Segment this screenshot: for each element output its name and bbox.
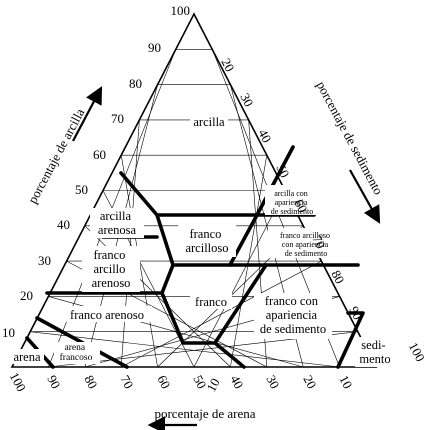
right-tick: 80 — [328, 268, 347, 287]
left-tick: 40 — [57, 217, 70, 232]
label-franco-arcilloso: franco arcilloso — [185, 227, 228, 255]
label-arcilla: arcilla — [193, 115, 225, 129]
class-boundaries — [25, 145, 365, 369]
bottom-axis-title: porcentaje de arena — [154, 406, 255, 421]
right-tick: 10 — [203, 376, 222, 395]
bottom-tick: 50 — [190, 373, 209, 392]
left-tick: 10 — [2, 325, 15, 340]
right-tick: 70 — [309, 233, 328, 252]
bottom-tick: 30 — [263, 373, 282, 392]
left-ticks: 10 20 30 40 50 60 70 80 90 100 — [2, 3, 190, 340]
label-arena: arena — [13, 350, 41, 364]
label-arcilla-arenosa: arcilla arenosa — [98, 209, 137, 237]
bottom-ticks: 100 90 80 70 60 50 40 30 20 10 — [7, 370, 356, 394]
label-arena-francosa: arena francoso — [60, 343, 93, 363]
bottom-tick: 80 — [81, 373, 100, 392]
boundary-franco-right — [213, 263, 268, 345]
boundary-franco-left — [160, 263, 246, 369]
boundary-arcilla-lower — [119, 145, 295, 217]
right-tick: 60 — [291, 197, 310, 216]
left-tick: 70 — [111, 111, 124, 126]
label-franco-arenoso: franco arenoso — [70, 308, 144, 322]
label-arcilla-con-sedimento: arcilla con apariencia de sedimento — [271, 189, 313, 216]
bottom-tick: 20 — [300, 373, 319, 392]
bottom-tick: 70 — [117, 373, 136, 392]
right-tick: 20 — [218, 56, 237, 75]
right-tick: 50 — [273, 162, 292, 181]
bottom-tick: 10 — [336, 373, 355, 392]
bottom-tick: 100 — [7, 370, 29, 394]
bottom-tick: 40 — [227, 373, 246, 392]
bottom-tick: 90 — [44, 373, 63, 392]
label-franco-con-sedimento: franco con apariencia de sedimento — [260, 294, 326, 336]
class-labels: arcilla arcilla con apariencia de sedime… — [13, 115, 390, 366]
bottom-tick: 60 — [154, 373, 173, 392]
left-tick: 30 — [38, 253, 51, 268]
boundary-sedimento — [336, 311, 365, 369]
label-franco: franco — [195, 295, 227, 309]
left-tick: 50 — [75, 182, 88, 197]
right-tick: 30 — [237, 91, 256, 110]
grid-line — [193, 190, 286, 368]
left-tick: 60 — [93, 147, 106, 162]
right-arrow — [349, 169, 381, 224]
label-franco-arcillo-arenoso: franco arcillo arenoso — [92, 248, 131, 290]
boundary-arcilla-arenosa-right — [155, 213, 175, 267]
right-tick: 90 — [346, 304, 365, 323]
left-tick: 80 — [129, 76, 142, 91]
grid-line — [30, 331, 340, 368]
grid-line — [230, 155, 268, 368]
label-franco-arcilloso-con-sedimento: franco arcilloso con apariencia de sedim… — [280, 231, 332, 258]
left-tick: 20 — [20, 288, 33, 303]
right-tick: 40 — [255, 127, 274, 146]
label-sedimento: sedi- mento — [359, 338, 390, 366]
right-axis-title: porcentaje de sedimento — [314, 79, 387, 198]
left-tick: 100 — [171, 3, 191, 18]
label-backgrounds — [10, 113, 395, 367]
right-tick: 100 — [406, 340, 428, 364]
left-tick: 90 — [148, 40, 161, 55]
left-arrow — [72, 86, 103, 142]
